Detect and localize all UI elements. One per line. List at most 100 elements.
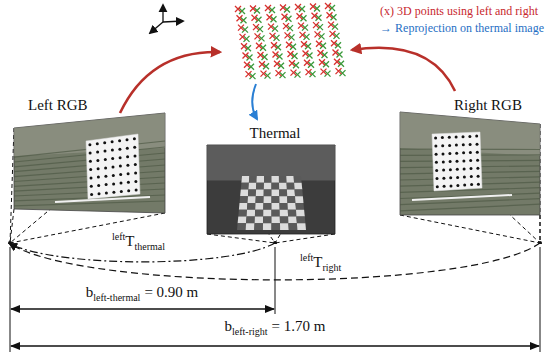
board-dot xyxy=(463,176,466,179)
camera-image-node: Thermal xyxy=(200,124,350,244)
board-dot xyxy=(89,152,92,155)
checker-square xyxy=(264,176,272,183)
board-dot xyxy=(449,176,452,179)
checker-square xyxy=(279,196,287,203)
board-dot xyxy=(126,138,129,141)
thermal-photo-sky xyxy=(207,145,335,181)
point-mark xyxy=(267,14,273,20)
board-dot xyxy=(436,185,439,188)
camera-image-picture xyxy=(200,124,350,244)
board-dot xyxy=(96,142,99,145)
point-mark xyxy=(306,69,312,75)
point-mark xyxy=(271,42,277,48)
point-mark xyxy=(286,42,292,48)
calibration-board xyxy=(432,132,482,191)
label-text: (x) 3D points using left and right xyxy=(380,4,538,18)
superscript: left xyxy=(300,249,313,266)
board-dot xyxy=(89,168,92,171)
point-mark xyxy=(273,52,279,58)
checker-square xyxy=(237,223,246,230)
checker-square xyxy=(272,190,280,197)
camera-image-node: Left RGB xyxy=(8,96,177,244)
board-dot xyxy=(127,189,130,192)
point-mark xyxy=(246,71,252,77)
thermal-photo xyxy=(207,145,335,234)
board-dot xyxy=(111,149,114,152)
point-mark xyxy=(333,50,339,56)
board-dot xyxy=(463,167,466,170)
board-dot xyxy=(111,157,114,160)
board-dot xyxy=(111,140,114,143)
label-text: = 1.70 m xyxy=(272,318,326,334)
image-heading: Right RGB xyxy=(454,97,548,114)
field-row xyxy=(14,201,165,206)
checker-square xyxy=(295,190,303,197)
point-mark xyxy=(301,41,307,47)
math-label: leftTthermal xyxy=(112,233,165,251)
board-dot xyxy=(436,177,439,180)
checker-square xyxy=(246,217,255,224)
board-dot xyxy=(476,151,479,154)
rgb-photo xyxy=(400,112,540,215)
point-mark xyxy=(313,22,319,28)
checker-square xyxy=(241,176,249,183)
extension-line xyxy=(10,247,11,352)
board-dot xyxy=(442,169,445,172)
checker-square xyxy=(272,183,280,190)
board-dot xyxy=(105,192,108,195)
point-mark xyxy=(270,33,276,39)
board-dot xyxy=(455,144,458,147)
board-dot xyxy=(127,181,130,184)
board-dot xyxy=(463,184,466,187)
board-dot xyxy=(435,153,438,156)
point-mark xyxy=(238,25,244,31)
point-mark xyxy=(304,60,310,66)
math-label: leftTright xyxy=(300,254,341,272)
point-mark xyxy=(327,12,333,18)
coordinate-axes xyxy=(150,5,183,33)
frustum-line xyxy=(400,215,540,243)
board-dot xyxy=(449,168,452,171)
board-dot xyxy=(462,135,465,138)
board-dot xyxy=(455,136,458,139)
point-mark xyxy=(240,34,246,40)
dimension-line xyxy=(11,345,539,346)
board-dot xyxy=(134,180,137,183)
board-dot xyxy=(477,175,480,178)
point-mark xyxy=(330,31,336,37)
frustum-line xyxy=(10,213,165,243)
checker-square xyxy=(287,183,295,190)
image-heading: Left RGB xyxy=(28,97,177,114)
point-mark xyxy=(331,40,337,46)
board-dot xyxy=(104,158,107,161)
board-dot xyxy=(134,154,137,157)
subscript: left-right xyxy=(232,323,268,340)
checker-square xyxy=(247,203,256,210)
point-mark xyxy=(256,43,262,49)
checker-square xyxy=(280,217,289,224)
math-label: bleft-thermal= 0.90 m xyxy=(86,284,199,302)
board-dot xyxy=(112,174,115,177)
checker-square xyxy=(241,183,249,190)
board-dot xyxy=(462,151,465,154)
camera-image-picture xyxy=(392,96,544,244)
point-mark xyxy=(318,50,324,56)
point-mark xyxy=(316,41,322,47)
subscript: right xyxy=(323,259,342,276)
label-text: T xyxy=(313,254,322,270)
board-dot xyxy=(118,139,121,142)
point-mark xyxy=(255,33,261,39)
board-dot xyxy=(118,148,121,151)
checker-square xyxy=(248,183,256,190)
checker-square xyxy=(288,203,297,210)
board-dot xyxy=(120,182,123,185)
camera-image-node: Right RGB xyxy=(392,96,548,244)
checker-square xyxy=(256,190,264,197)
board-dot xyxy=(450,184,453,187)
point-mark xyxy=(321,69,327,75)
point-mark xyxy=(265,5,271,11)
dimension-lines xyxy=(10,247,540,352)
point-mark xyxy=(310,4,316,10)
checker-square xyxy=(255,210,263,217)
checker-square xyxy=(254,223,263,230)
